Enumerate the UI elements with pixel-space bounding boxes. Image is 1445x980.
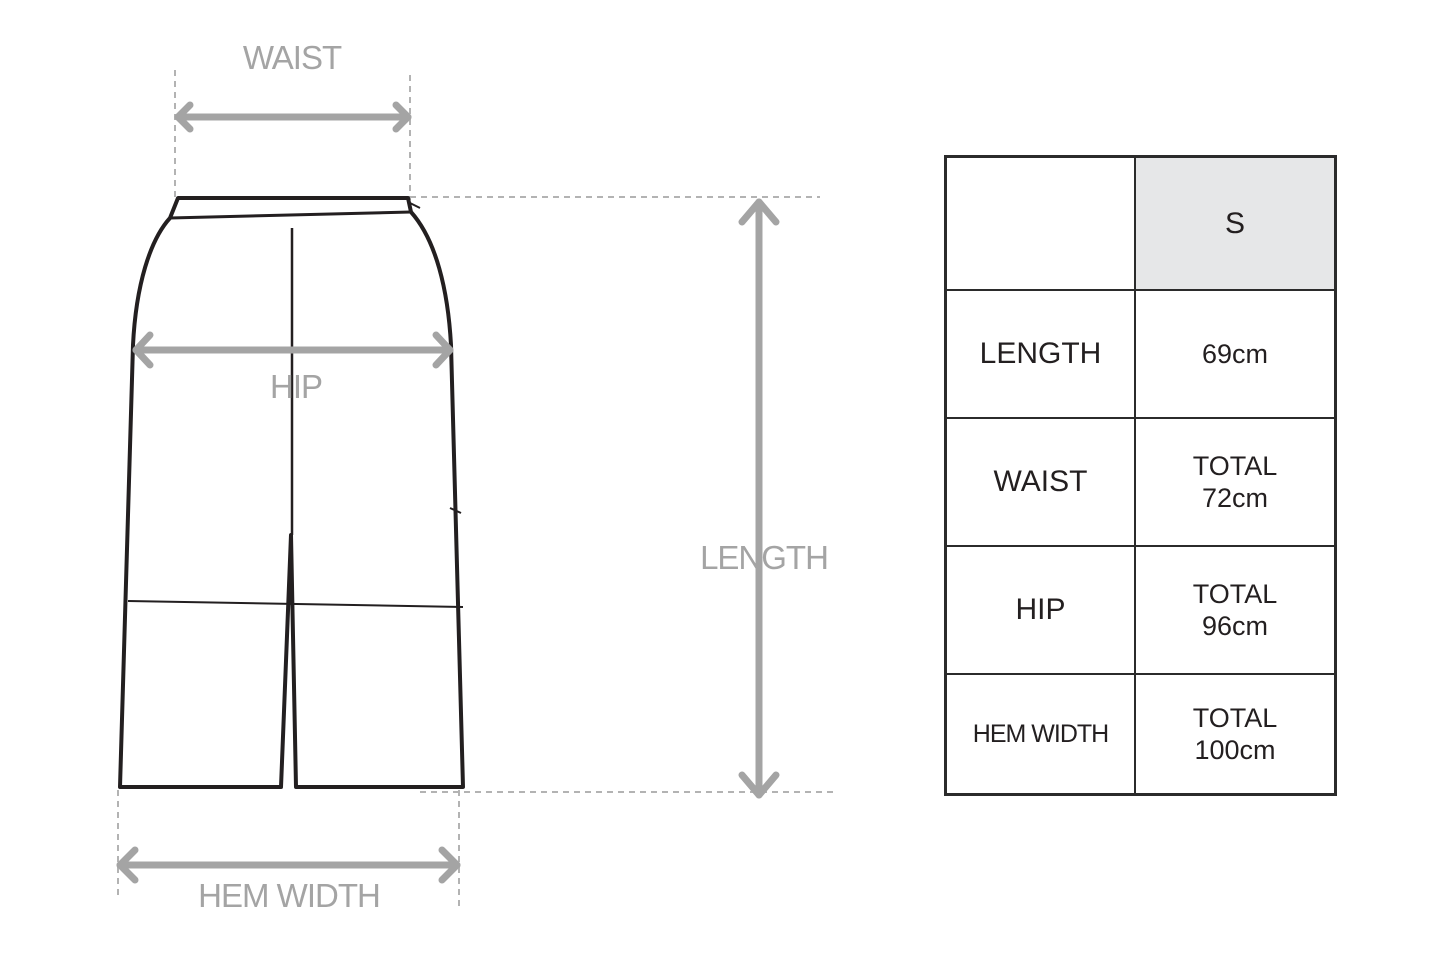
size-chart-table: S LENGTH 69cm WAIST TOTAL 72cm HIP TOTAL… (944, 155, 1337, 796)
value-line: TOTAL (1192, 578, 1278, 609)
row-value-waist: TOTAL 72cm (1134, 417, 1337, 547)
hip-arrow (132, 331, 454, 369)
row-label-waist: WAIST (944, 417, 1136, 547)
header-corner-cell (944, 155, 1136, 291)
pocket-mark (449, 507, 462, 514)
pants-silhouette (118, 196, 465, 789)
row-value-length: 69cm (1134, 289, 1337, 419)
row-label-hip: HIP (944, 545, 1136, 675)
length-arrow (738, 198, 780, 799)
pants-outline (118, 196, 465, 789)
table-row: HIP TOTAL 96cm (944, 545, 1337, 675)
waist-measure-label: WAIST (242, 39, 342, 76)
table-row: HEM WIDTH TOTAL 100cm (944, 673, 1337, 796)
hip-measure-label: HIP (269, 368, 323, 405)
table-row: LENGTH 69cm (944, 289, 1337, 419)
size-s-header: S (1134, 155, 1337, 291)
hem-width-arrow (116, 846, 461, 884)
waist-arrow (174, 101, 412, 133)
row-label-hem-width: HEM WIDTH (944, 673, 1136, 796)
table-header-row: S (944, 155, 1337, 291)
waistband-seam (169, 210, 412, 220)
length-measure-label: LENGTH (700, 539, 829, 576)
guide-lines (117, 70, 838, 910)
pants-measurement-diagram (116, 70, 838, 910)
value-line: TOTAL (1192, 450, 1278, 481)
row-value-hem-width: TOTAL 100cm (1134, 673, 1337, 796)
knee-seam (127, 600, 464, 608)
row-label-length: LENGTH (944, 289, 1136, 419)
button-mark (407, 201, 421, 209)
value-line: 100cm (1194, 735, 1276, 765)
value-line: 96cm (1201, 611, 1269, 641)
value-line: TOTAL (1192, 702, 1278, 733)
table-row: WAIST TOTAL 72cm (944, 417, 1337, 547)
value-line: 69cm (1201, 338, 1269, 369)
hem-width-measure-label: HEM WIDTH (198, 877, 381, 914)
value-line: 72cm (1201, 483, 1269, 513)
row-value-hip: TOTAL 96cm (1134, 545, 1337, 675)
measure-arrows (116, 101, 780, 884)
